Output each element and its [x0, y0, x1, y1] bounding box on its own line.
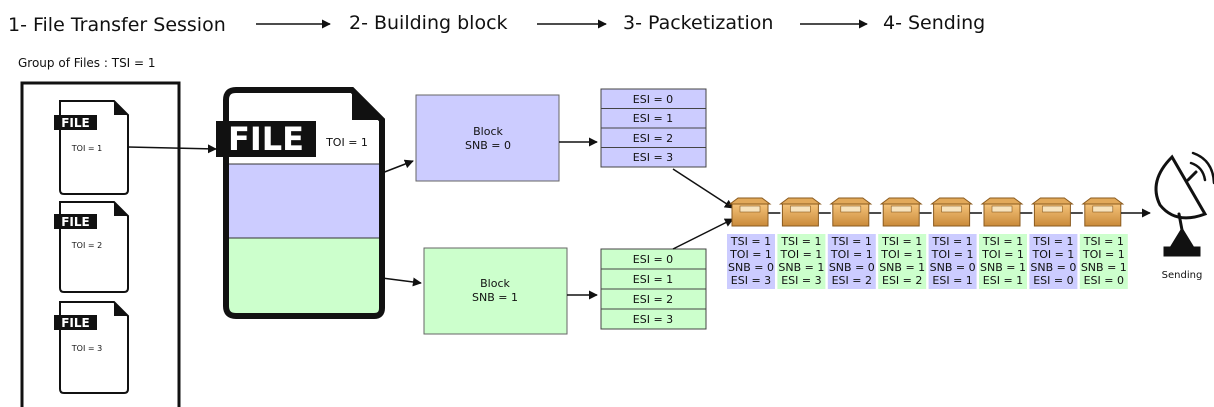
packet-snb-label: SNB = 1: [1081, 261, 1127, 274]
block-snb-1: [423, 247, 568, 335]
packet-toi-label: TOI = 1: [1082, 248, 1125, 261]
packet-toi-label: TOI = 1: [880, 248, 923, 261]
document-icon: [54, 301, 129, 394]
packet-label-bg: [878, 234, 927, 289]
packet-esi-label: ESI = 0: [1084, 274, 1124, 287]
packet-label-bg: [777, 234, 826, 289]
arrow-to-block-1: [381, 277, 422, 287]
packet-tsi-label: TSI = 1: [881, 235, 922, 248]
packet-label-bg: [1029, 234, 1078, 289]
document-icon: [54, 100, 129, 195]
esi-item: ESI = 1: [633, 273, 673, 286]
arrow-file-to-big-file: [127, 144, 217, 154]
big-file-badge: FILE: [228, 120, 304, 158]
file-toi-label: TOI = 2: [71, 241, 102, 250]
package-box-icon: [728, 197, 772, 227]
package-box-icon: [879, 197, 923, 227]
packet-snb-label: SNB = 0: [728, 261, 774, 274]
packet-tsi-label: TSI = 1: [982, 235, 1023, 248]
esi-item: ESI = 0: [633, 93, 673, 106]
package-box-icon: [829, 197, 873, 227]
packet-esi-label: ESI = 3: [731, 274, 771, 287]
packet-snb-label: SNB = 1: [879, 261, 925, 274]
packet-esi-label: ESI = 2: [882, 274, 922, 287]
package-box-icon: [930, 197, 974, 227]
package-box-icon: [980, 197, 1024, 227]
esi-item: ESI = 2: [633, 132, 673, 145]
block-0-label: Block: [473, 125, 503, 138]
file-toi-label: TOI = 1: [71, 144, 102, 153]
packet-label-bg: [979, 234, 1027, 289]
esi-item: ESI = 3: [633, 151, 673, 164]
file-badge: FILE: [61, 316, 90, 330]
packet-toi-label: TOI = 1: [931, 248, 974, 261]
packet-tsi-label: TSI = 1: [932, 235, 973, 248]
packet-snb-label: SNB = 0: [1030, 261, 1076, 274]
packet-tsi-label: TSI = 1: [780, 235, 821, 248]
packet-snb-label: SNB = 1: [778, 261, 824, 274]
packet-snb-label: SNB = 0: [930, 261, 976, 274]
big-file-toi: TOI = 1: [325, 136, 368, 149]
packet-snb-label: SNB = 0: [829, 261, 875, 274]
group-label: Group of Files : TSI = 1: [18, 56, 156, 70]
packet-tsi-label: TSI = 1: [1032, 235, 1073, 248]
arrow-to-block-0: [381, 159, 414, 174]
packet-label-bg: [727, 234, 775, 289]
packet-label-bg: [827, 234, 876, 289]
packet-toi-label: TOI = 1: [830, 248, 873, 261]
block-snb-0: [415, 94, 560, 182]
esi-list-snb-0: [600, 88, 707, 168]
arrow-esi-1-to-stream: [672, 218, 734, 250]
esi-list-snb-1: [600, 248, 707, 330]
package-box-icon: [1030, 197, 1074, 227]
package-box-icon: [778, 197, 822, 227]
packet-toi-label: TOI = 1: [729, 248, 772, 261]
step-2-title: 2- Building block: [349, 12, 508, 34]
step-1-title: 1- File Transfer Session: [8, 14, 226, 36]
satellite-dish-icon: [1154, 151, 1214, 257]
packet-esi-label: ESI = 1: [932, 274, 972, 287]
packet-label-bg: [928, 234, 977, 289]
packet-toi-label: TOI = 1: [1031, 248, 1074, 261]
packet-esi-label: ESI = 3: [781, 274, 821, 287]
block-1-snb: SNB = 1: [472, 291, 518, 304]
sending-label: Sending: [1162, 270, 1203, 281]
document-icon: [54, 201, 129, 293]
packet-label-bg: [1079, 234, 1128, 289]
step-4-title: 4- Sending: [883, 12, 985, 34]
block-1-label: Block: [480, 277, 510, 290]
packet-tsi-label: TSI = 1: [1083, 235, 1124, 248]
packet-toi-label: TOI = 1: [981, 248, 1024, 261]
big-file: [216, 87, 385, 319]
file-group-box: [20, 81, 181, 407]
packet-tsi-label: TSI = 1: [730, 235, 771, 248]
packet-esi-label: ESI = 0: [1033, 274, 1073, 287]
package-box-icon: [1081, 197, 1125, 227]
esi-item: ESI = 2: [633, 293, 673, 306]
packet-tsi-label: TSI = 1: [831, 235, 872, 248]
packet-esi-label: ESI = 2: [832, 274, 872, 287]
packet-snb-label: SNB = 1: [980, 261, 1026, 274]
file-toi-label: TOI = 3: [71, 344, 102, 353]
file-badge: FILE: [61, 215, 90, 229]
step-3-title: 3- Packetization: [623, 12, 773, 34]
esi-item: ESI = 0: [633, 253, 673, 266]
block-0-snb: SNB = 0: [465, 139, 511, 152]
file-badge: FILE: [61, 116, 90, 130]
packet-esi-label: ESI = 1: [983, 274, 1023, 287]
packet-toi-label: TOI = 1: [779, 248, 822, 261]
esi-item: ESI = 3: [633, 313, 673, 326]
arrow-esi-0-to-stream: [672, 168, 734, 209]
esi-item: ESI = 1: [633, 112, 673, 125]
